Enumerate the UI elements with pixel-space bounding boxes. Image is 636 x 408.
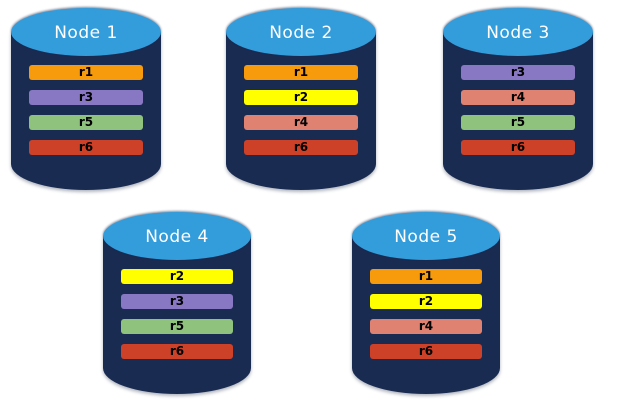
replica-list: r1 r2 r4 r6: [226, 65, 376, 155]
replica-list: r2 r3 r5 r6: [103, 269, 251, 359]
node-cylinder-top: Node 2: [226, 8, 376, 56]
replica-bar-r1: r1: [369, 269, 483, 284]
replica-label: r3: [169, 294, 185, 308]
database-node-1: Node 1 r1 r3 r5 r6: [11, 8, 161, 190]
node-cylinder-top: Node 4: [103, 212, 251, 260]
replica-bar-r3: r3: [120, 294, 234, 309]
replica-bar-r6: r6: [244, 140, 358, 155]
replica-label: r1: [78, 65, 94, 79]
replica-list: r1 r3 r5 r6: [11, 65, 161, 155]
database-node-5: Node 5 r1 r2 r4 r6: [352, 212, 500, 394]
database-node-2: Node 2 r1 r2 r4 r6: [226, 8, 376, 190]
replica-label: r2: [293, 90, 309, 104]
replica-label: r6: [418, 344, 434, 358]
replica-bar-r3: r3: [461, 65, 575, 80]
replica-bar-r1: r1: [29, 65, 143, 80]
replica-bar-r2: r2: [244, 90, 358, 105]
replica-list: r3 r4 r5 r6: [443, 65, 593, 155]
replica-label: r4: [293, 115, 309, 129]
replica-bar-r4: r4: [461, 90, 575, 105]
node-cylinder-top: Node 3: [443, 8, 593, 56]
replica-bar-r4: r4: [244, 115, 358, 130]
replica-label: r5: [78, 115, 94, 129]
node-cylinder-body: [443, 32, 593, 190]
node-cylinder-top: Node 5: [352, 212, 500, 260]
replica-label: r1: [418, 269, 434, 283]
replica-bar-r5: r5: [461, 115, 575, 130]
replica-label: r5: [510, 115, 526, 129]
replica-label: r6: [293, 140, 309, 154]
replica-bar-r1: r1: [244, 65, 358, 80]
replica-label: r6: [169, 344, 185, 358]
replica-label: r2: [418, 294, 434, 308]
node-label: Node 2: [269, 23, 333, 43]
replica-label: r6: [78, 140, 94, 154]
replica-label: r1: [293, 65, 309, 79]
replica-label: r3: [78, 90, 94, 104]
node-cylinder-body: [11, 32, 161, 190]
replica-label: r4: [510, 90, 526, 104]
replica-bar-r5: r5: [29, 115, 143, 130]
replica-label: r4: [418, 319, 434, 333]
node-cylinder-body: [226, 32, 376, 190]
node-label: Node 1: [54, 23, 118, 43]
node-label: Node 5: [394, 227, 458, 247]
replica-bar-r6: r6: [461, 140, 575, 155]
replica-label: r6: [510, 140, 526, 154]
node-cylinder-body: [352, 236, 500, 394]
replica-list: r1 r2 r4 r6: [352, 269, 500, 359]
replica-bar-r2: r2: [369, 294, 483, 309]
replica-bar-r4: r4: [369, 319, 483, 334]
replica-bar-r6: r6: [29, 140, 143, 155]
node-label: Node 3: [486, 23, 550, 43]
replica-label: r2: [169, 269, 185, 283]
database-node-3: Node 3 r3 r4 r5 r6: [443, 8, 593, 190]
node-cylinder-top: Node 1: [11, 8, 161, 56]
replica-bar-r2: r2: [120, 269, 234, 284]
node-cylinder-body: [103, 236, 251, 394]
database-node-4: Node 4 r2 r3 r5 r6: [103, 212, 251, 394]
replica-label: r3: [510, 65, 526, 79]
replica-bar-r6: r6: [369, 344, 483, 359]
replica-bar-r5: r5: [120, 319, 234, 334]
replica-label: r5: [169, 319, 185, 333]
node-label: Node 4: [145, 227, 209, 247]
replica-bar-r3: r3: [29, 90, 143, 105]
replica-bar-r6: r6: [120, 344, 234, 359]
